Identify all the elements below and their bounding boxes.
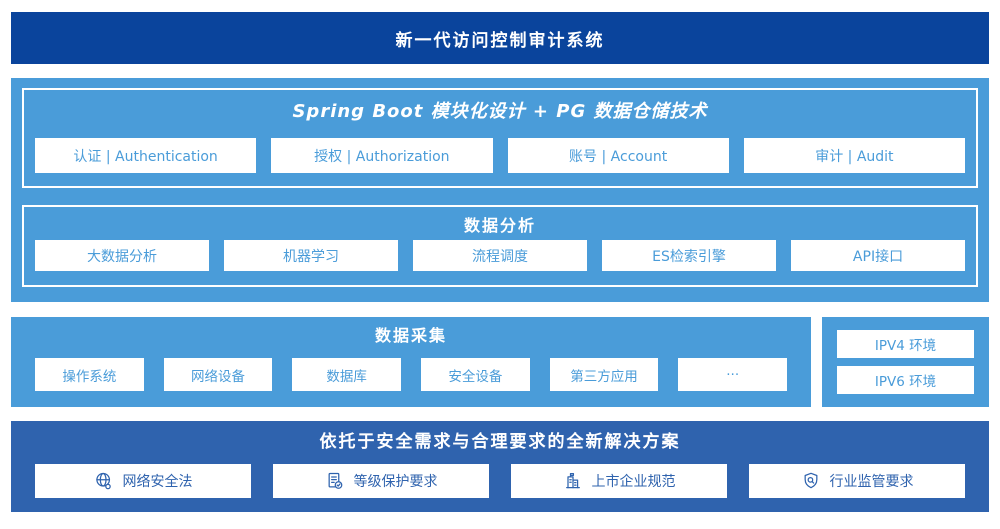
architecture-section: Spring Boot 模块化设计 + PG 数据仓储技术 认证 | Authe… [11, 78, 989, 302]
solution-cybersecurity-law: 网络安全法 [35, 464, 251, 498]
network-environment-panel: IPV4 环境 IPV6 环境 [822, 317, 989, 407]
module-account: 账号 | Account [507, 138, 729, 173]
document-check-icon [325, 471, 345, 491]
data-analysis-title: 数据分析 [463, 216, 536, 235]
module-api-interface: API接口 [791, 240, 965, 271]
shield-search-icon [801, 471, 821, 491]
solution-item-label: 上市企业规范 [591, 474, 676, 490]
env-ipv4: IPV4 环境 [837, 330, 974, 358]
main-title: 新一代访问控制审计系统 [395, 30, 605, 51]
source-database: 数据库 [292, 358, 402, 391]
solution-classified-protection: 等级保护要求 [273, 464, 489, 498]
framework-title: Spring Boot 模块化设计 + PG 数据仓储技术 [292, 101, 708, 122]
building-icon [563, 471, 583, 491]
module-big-data-analysis: 大数据分析 [35, 240, 209, 271]
solution-items-row: 网络安全法 等级保护要求 [35, 464, 965, 498]
framework-modules-row: 认证 | Authentication 授权 | Authorization 账… [35, 138, 965, 173]
source-third-party-apps: 第三方应用 [549, 358, 659, 391]
module-authorization: 授权 | Authorization [271, 138, 493, 173]
module-authentication: 认证 | Authentication [35, 138, 257, 173]
solution-section: 依托于安全需求与合理要求的全新解决方案 网络安全法 [11, 421, 989, 512]
solution-item-label: 等级保护要求 [353, 474, 438, 490]
data-analysis-modules-row: 大数据分析 机器学习 流程调度 ES检索引擎 API接口 [35, 240, 965, 271]
data-collection-section: 数据采集 操作系统 网络设备 数据库 安全设备 第三方应用 ··· [11, 317, 811, 407]
data-sources-row: 操作系统 网络设备 数据库 安全设备 第三方应用 ··· [35, 358, 788, 391]
data-analysis-group: 数据分析 大数据分析 机器学习 流程调度 ES检索引擎 API接口 [22, 205, 978, 287]
source-network-devices: 网络设备 [163, 358, 273, 391]
source-more-ellipsis: ··· [678, 358, 788, 391]
source-operating-system: 操作系统 [35, 358, 144, 391]
solution-industry-regulation: 行业监管要求 [749, 464, 965, 498]
solution-item-label: 网络安全法 [122, 474, 193, 490]
solution-listed-company-standard: 上市企业规范 [511, 464, 727, 498]
solution-title: 依托于安全需求与合理要求的全新解决方案 [319, 432, 681, 452]
globe-icon [94, 471, 114, 491]
solution-item-label: 行业监管要求 [829, 474, 914, 490]
module-audit: 审计 | Audit [743, 138, 965, 173]
module-es-search-engine: ES检索引擎 [602, 240, 776, 271]
main-title-banner: 新一代访问控制审计系统 [11, 12, 989, 64]
module-machine-learning: 机器学习 [224, 240, 398, 271]
source-security-devices: 安全设备 [421, 358, 530, 391]
framework-group: Spring Boot 模块化设计 + PG 数据仓储技术 认证 | Authe… [22, 88, 978, 188]
module-process-scheduling: 流程调度 [413, 240, 587, 271]
env-ipv6: IPV6 环境 [837, 366, 974, 394]
data-collection-title: 数据采集 [374, 326, 447, 345]
